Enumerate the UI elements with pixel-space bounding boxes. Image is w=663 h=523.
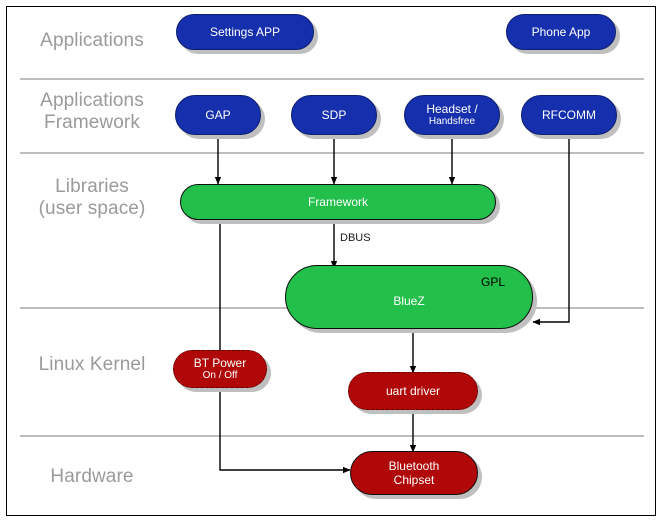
node-body <box>175 95 261 135</box>
node-label: Headset / <box>426 102 478 116</box>
node-uart-driver[interactable]: uart driver <box>348 372 482 414</box>
node-framework[interactable]: Framework <box>180 184 500 224</box>
node-rfcomm[interactable]: RFCOMM <box>521 95 621 139</box>
node-label: RFCOMM <box>542 108 596 122</box>
node-sdp[interactable]: SDP <box>291 95 381 139</box>
node-body <box>173 350 267 388</box>
node-sublabel: Handsfree <box>428 116 476 127</box>
layer-label-linux-kernel: Linux Kernel <box>38 354 146 375</box>
node-bluetooth-chipset[interactable]: Bluetooth Chipset <box>350 451 482 499</box>
node-settings-app[interactable]: Settings APP <box>176 14 318 54</box>
node-body <box>404 95 500 135</box>
node-label: BT Power <box>193 356 247 370</box>
edge-label-dbus: DBUS <box>340 232 371 244</box>
node-body <box>521 95 617 135</box>
node-body <box>285 265 533 329</box>
node-body <box>506 14 616 50</box>
node-body <box>180 184 496 220</box>
node-bluez[interactable]: GPL BlueZ <box>285 265 537 333</box>
edge-framework-to-chipset <box>219 220 351 474</box>
node-tag-gpl: GPL <box>480 275 505 289</box>
node-label: Bluetooth <box>388 459 440 473</box>
node-label: Settings APP <box>209 25 281 39</box>
node-body <box>291 95 377 135</box>
divider-applications <box>20 78 644 80</box>
node-label: GAP <box>205 108 231 122</box>
node-label: uart driver <box>385 384 441 398</box>
node-bt-power[interactable]: BT Power On / Off <box>173 350 271 392</box>
layer-label-libraries: Libraries (user space) <box>38 176 146 219</box>
edge-rfcomm-to-bluez <box>532 137 570 326</box>
node-headset-handsfree[interactable]: Headset / Handsfree <box>404 95 504 139</box>
node-body <box>176 14 314 50</box>
layer-label-hardware: Hardware <box>50 466 134 487</box>
node-label: BlueZ <box>393 294 425 308</box>
node-label: Framework <box>307 195 368 209</box>
node-sublabel: Chipset <box>393 473 435 487</box>
node-label: SDP <box>321 108 347 122</box>
divider-applications-framework <box>20 152 644 154</box>
layer-label-applications: Applications <box>40 30 144 51</box>
node-sublabel: On / Off <box>202 370 238 381</box>
divider-linux-kernel <box>20 435 644 437</box>
node-body <box>348 372 478 410</box>
diagram-frame <box>6 6 656 516</box>
layer-label-applications-framework: Applications Framework <box>40 90 144 133</box>
node-gap[interactable]: GAP <box>175 95 265 139</box>
node-phone-app[interactable]: Phone App <box>506 14 620 54</box>
node-label: Phone App <box>531 25 591 39</box>
